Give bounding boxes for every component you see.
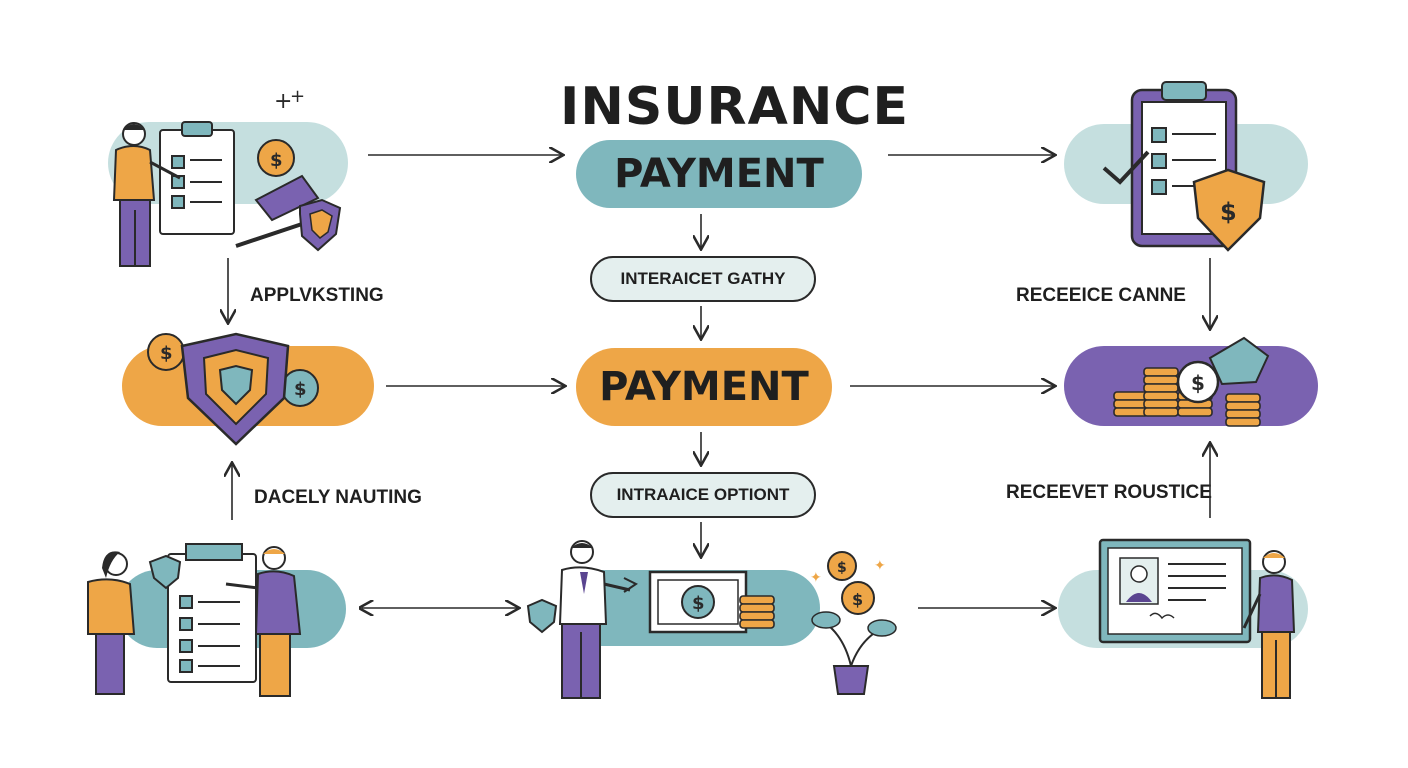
interaction-label-2: INTRAAICE OPTIONT (616, 485, 790, 504)
svg-text:✦: ✦ (810, 570, 822, 586)
right-label-2: RECEEVET ROUSTICE (1006, 482, 1212, 503)
meeting-icon (87, 543, 346, 697)
svg-text:+: + (274, 89, 292, 114)
svg-text:$: $ (1191, 371, 1205, 395)
svg-text:$: $ (1220, 198, 1237, 226)
payment-center-pill: PAYMENT (576, 348, 832, 426)
shield-icon: $ $ (122, 332, 374, 446)
payment-header-pill: PAYMENT (576, 140, 862, 208)
right-label-1: RECEEICE CANNE (1016, 285, 1186, 306)
cash-icon: $ $ $ ✦ ✦ (526, 540, 897, 699)
interaction-pill-1: INTERAICET GATHY (590, 256, 816, 302)
center-node-label: PAYMENT (599, 364, 809, 410)
id-card-icon (1058, 538, 1308, 699)
interaction-pill-2: INTRAAICE OPTIONT (590, 472, 816, 518)
svg-text:+: + (290, 88, 305, 107)
svg-text:✦: ✦ (874, 558, 886, 574)
title-line1: INSURANCE (560, 77, 910, 137)
title-line2: PAYMENT (614, 151, 824, 197)
clipboard-approved-icon: $ (1064, 81, 1308, 252)
svg-text:$: $ (160, 343, 173, 364)
diagram-title: INSURANCE (560, 77, 910, 137)
left-label-2: DACELY NAUTING (254, 487, 422, 508)
interaction-label-1: INTERAICET GATHY (620, 269, 786, 288)
left-label-1: APPLVKSTING (250, 285, 384, 306)
svg-text:$: $ (852, 590, 863, 609)
svg-text:$: $ (692, 593, 705, 614)
svg-text:$: $ (837, 560, 847, 576)
coin-stack-icon: $ (1064, 336, 1318, 427)
svg-text:$: $ (270, 150, 283, 171)
svg-text:$: $ (294, 379, 307, 400)
clipboard-checklist-icon: + + $ (108, 88, 348, 267)
